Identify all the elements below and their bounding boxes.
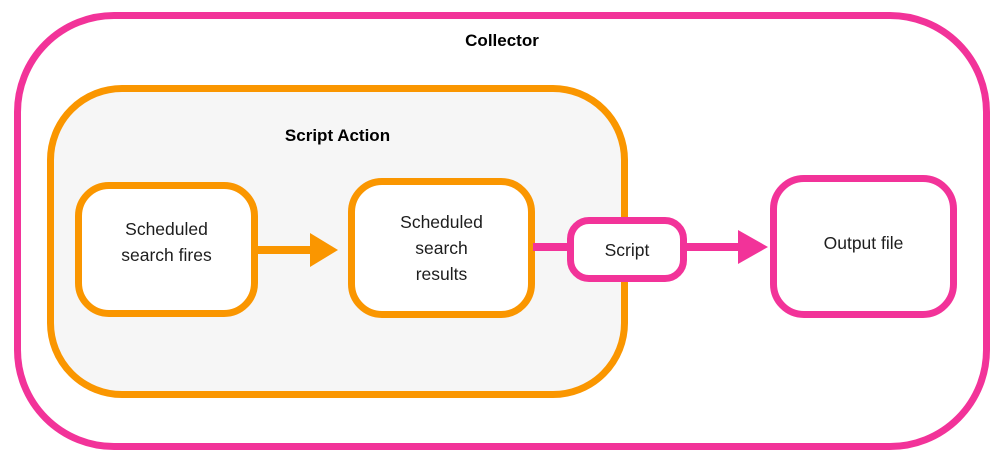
- connector-results-to-script: [533, 243, 571, 251]
- node-script: Script: [567, 217, 687, 282]
- node-scheduled-search-fires-line2: search fires: [121, 244, 212, 265]
- arrow-script-to-output-arrowhead-icon: [738, 230, 768, 264]
- collector-label: Collector: [465, 31, 539, 50]
- script-action-label: Script Action: [284, 126, 391, 145]
- node-scheduled-search-results: Scheduled search results: [348, 178, 535, 318]
- arrow-fires-to-results-shaft: [256, 246, 314, 254]
- node-output-file: Output file: [770, 175, 957, 318]
- arrow-script-to-output-shaft: [685, 243, 740, 251]
- node-script-label: Script: [604, 239, 650, 260]
- arrow-fires-to-results-arrowhead-icon: [310, 233, 338, 267]
- node-scheduled-search-fires-line1: Scheduled: [125, 218, 208, 239]
- node-scheduled-search-results-line3: results: [415, 264, 468, 284]
- node-output-file-label: Output file: [823, 232, 904, 253]
- node-scheduled-search-fires: Scheduled search fires: [75, 182, 258, 317]
- node-scheduled-search-results-line2: search: [415, 238, 468, 258]
- node-scheduled-search-results-line1: Scheduled: [400, 212, 483, 232]
